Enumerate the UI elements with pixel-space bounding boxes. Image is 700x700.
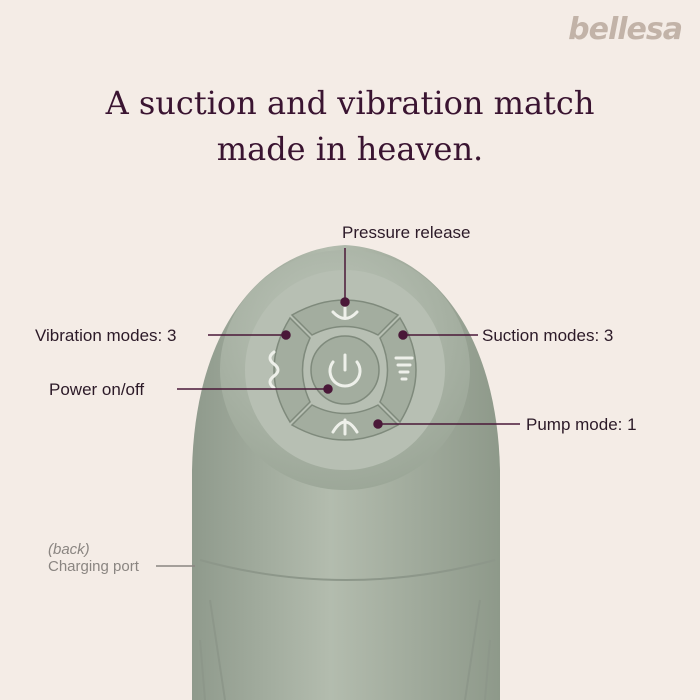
headline-line-1: A suction and vibration match xyxy=(105,84,595,122)
label-charging-note: (back) xyxy=(48,541,90,558)
suction-button xyxy=(379,316,417,424)
label-pressure-release: Pressure release xyxy=(342,223,471,242)
brand-logo: bellesa xyxy=(568,12,683,47)
label-vibration-modes: Vibration modes: 3 xyxy=(35,326,177,345)
wave-icon xyxy=(268,350,280,390)
headline-line-2: made in heaven. xyxy=(216,130,484,168)
label-suction-modes: Suction modes: 3 xyxy=(482,326,614,345)
callout-lines xyxy=(156,248,520,567)
suction-icon xyxy=(394,356,414,381)
pump-icon xyxy=(331,418,359,436)
headline: A suction and vibration match made in he… xyxy=(0,80,700,172)
power-icon xyxy=(328,353,362,388)
vibration-button xyxy=(273,316,311,424)
label-power: Power on/off xyxy=(49,380,145,399)
label-charging-port: Charging port xyxy=(48,558,139,575)
label-pump-mode: Pump mode: 1 xyxy=(526,415,637,434)
